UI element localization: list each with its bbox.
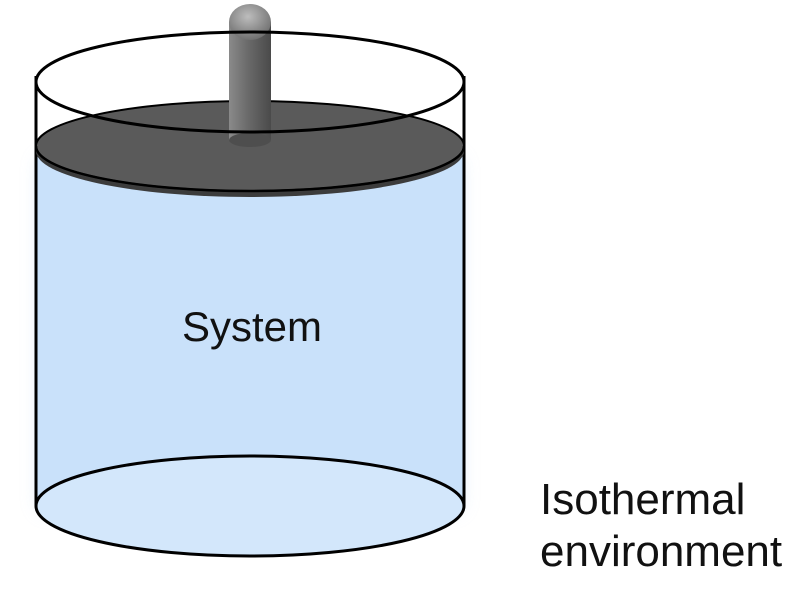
cylinder-top-rim bbox=[34, 30, 466, 134]
piston-rod bbox=[229, 4, 271, 147]
environment-label-line2: environment bbox=[540, 527, 783, 576]
environment-label-line1: Isothermal bbox=[540, 475, 746, 524]
environment-label: Isothermal environment bbox=[540, 474, 782, 578]
system-label: System bbox=[182, 303, 322, 350]
gas-region bbox=[36, 148, 464, 556]
